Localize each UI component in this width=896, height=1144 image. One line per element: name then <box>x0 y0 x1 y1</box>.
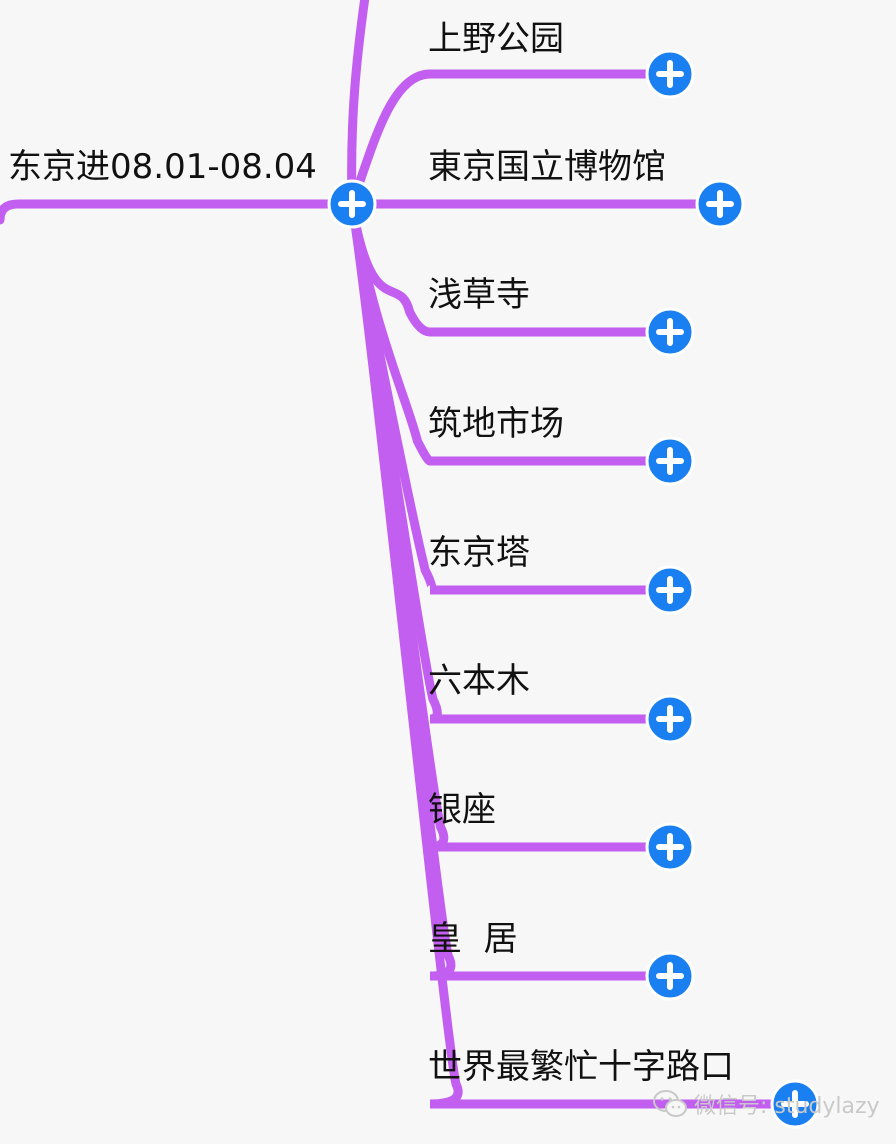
wechat-icon <box>653 1090 687 1117</box>
central-topic-line <box>0 199 357 225</box>
branch-label-sensoji[interactable]: 浅草寺 <box>428 275 530 315</box>
plus-icon <box>656 962 684 990</box>
expand-button-tokyo-national-museum[interactable] <box>695 179 745 229</box>
branch-line-busiest-crossing <box>347 199 800 1109</box>
branch-label-ginza[interactable]: 银座 <box>428 790 496 830</box>
branch-label-busiest-crossing[interactable]: 世界最繁忙十字路口 <box>428 1047 734 1087</box>
plus-icon <box>656 318 684 346</box>
branch-label-ueno-park[interactable]: 上野公园 <box>428 19 564 59</box>
plus-icon <box>656 60 684 88</box>
branch-label-imperial-palace[interactable]: 皇 居 <box>428 919 518 959</box>
plus-icon <box>706 190 734 218</box>
trunk-line-up <box>347 0 370 209</box>
branch-label-tokyo-national-museum[interactable]: 東京国立博物馆 <box>428 147 666 187</box>
plus-icon <box>656 705 684 733</box>
plus-icon <box>338 190 366 218</box>
expand-button-tokyo-tower[interactable] <box>645 565 695 615</box>
expand-button-sensoji[interactable] <box>645 307 695 357</box>
branch-label-tsukiji-market[interactable]: 筑地市场 <box>428 404 564 444</box>
expand-button-ginza[interactable] <box>645 822 695 872</box>
central-expand-button[interactable] <box>327 179 377 229</box>
expand-button-busiest-crossing[interactable] <box>770 1079 820 1129</box>
plus-icon <box>656 447 684 475</box>
watermark: 微信号: studylazy <box>652 1088 880 1120</box>
plus-icon <box>781 1090 809 1118</box>
expand-button-imperial-palace[interactable] <box>645 951 695 1001</box>
watermark-text: 微信号: studylazy <box>694 1094 880 1119</box>
expand-buttons <box>327 49 820 1129</box>
branch-label-tokyo-tower[interactable]: 东京塔 <box>428 533 530 573</box>
plus-icon <box>656 833 684 861</box>
expand-button-tsukiji-market[interactable] <box>645 436 695 486</box>
expand-button-ueno-park[interactable] <box>645 49 695 99</box>
plus-icon <box>656 576 684 604</box>
central-topic-label[interactable]: 东京进08.01-08.04 <box>8 147 317 187</box>
expand-button-roppongi[interactable] <box>645 694 695 744</box>
branch-label-roppongi[interactable]: 六本木 <box>428 661 530 701</box>
